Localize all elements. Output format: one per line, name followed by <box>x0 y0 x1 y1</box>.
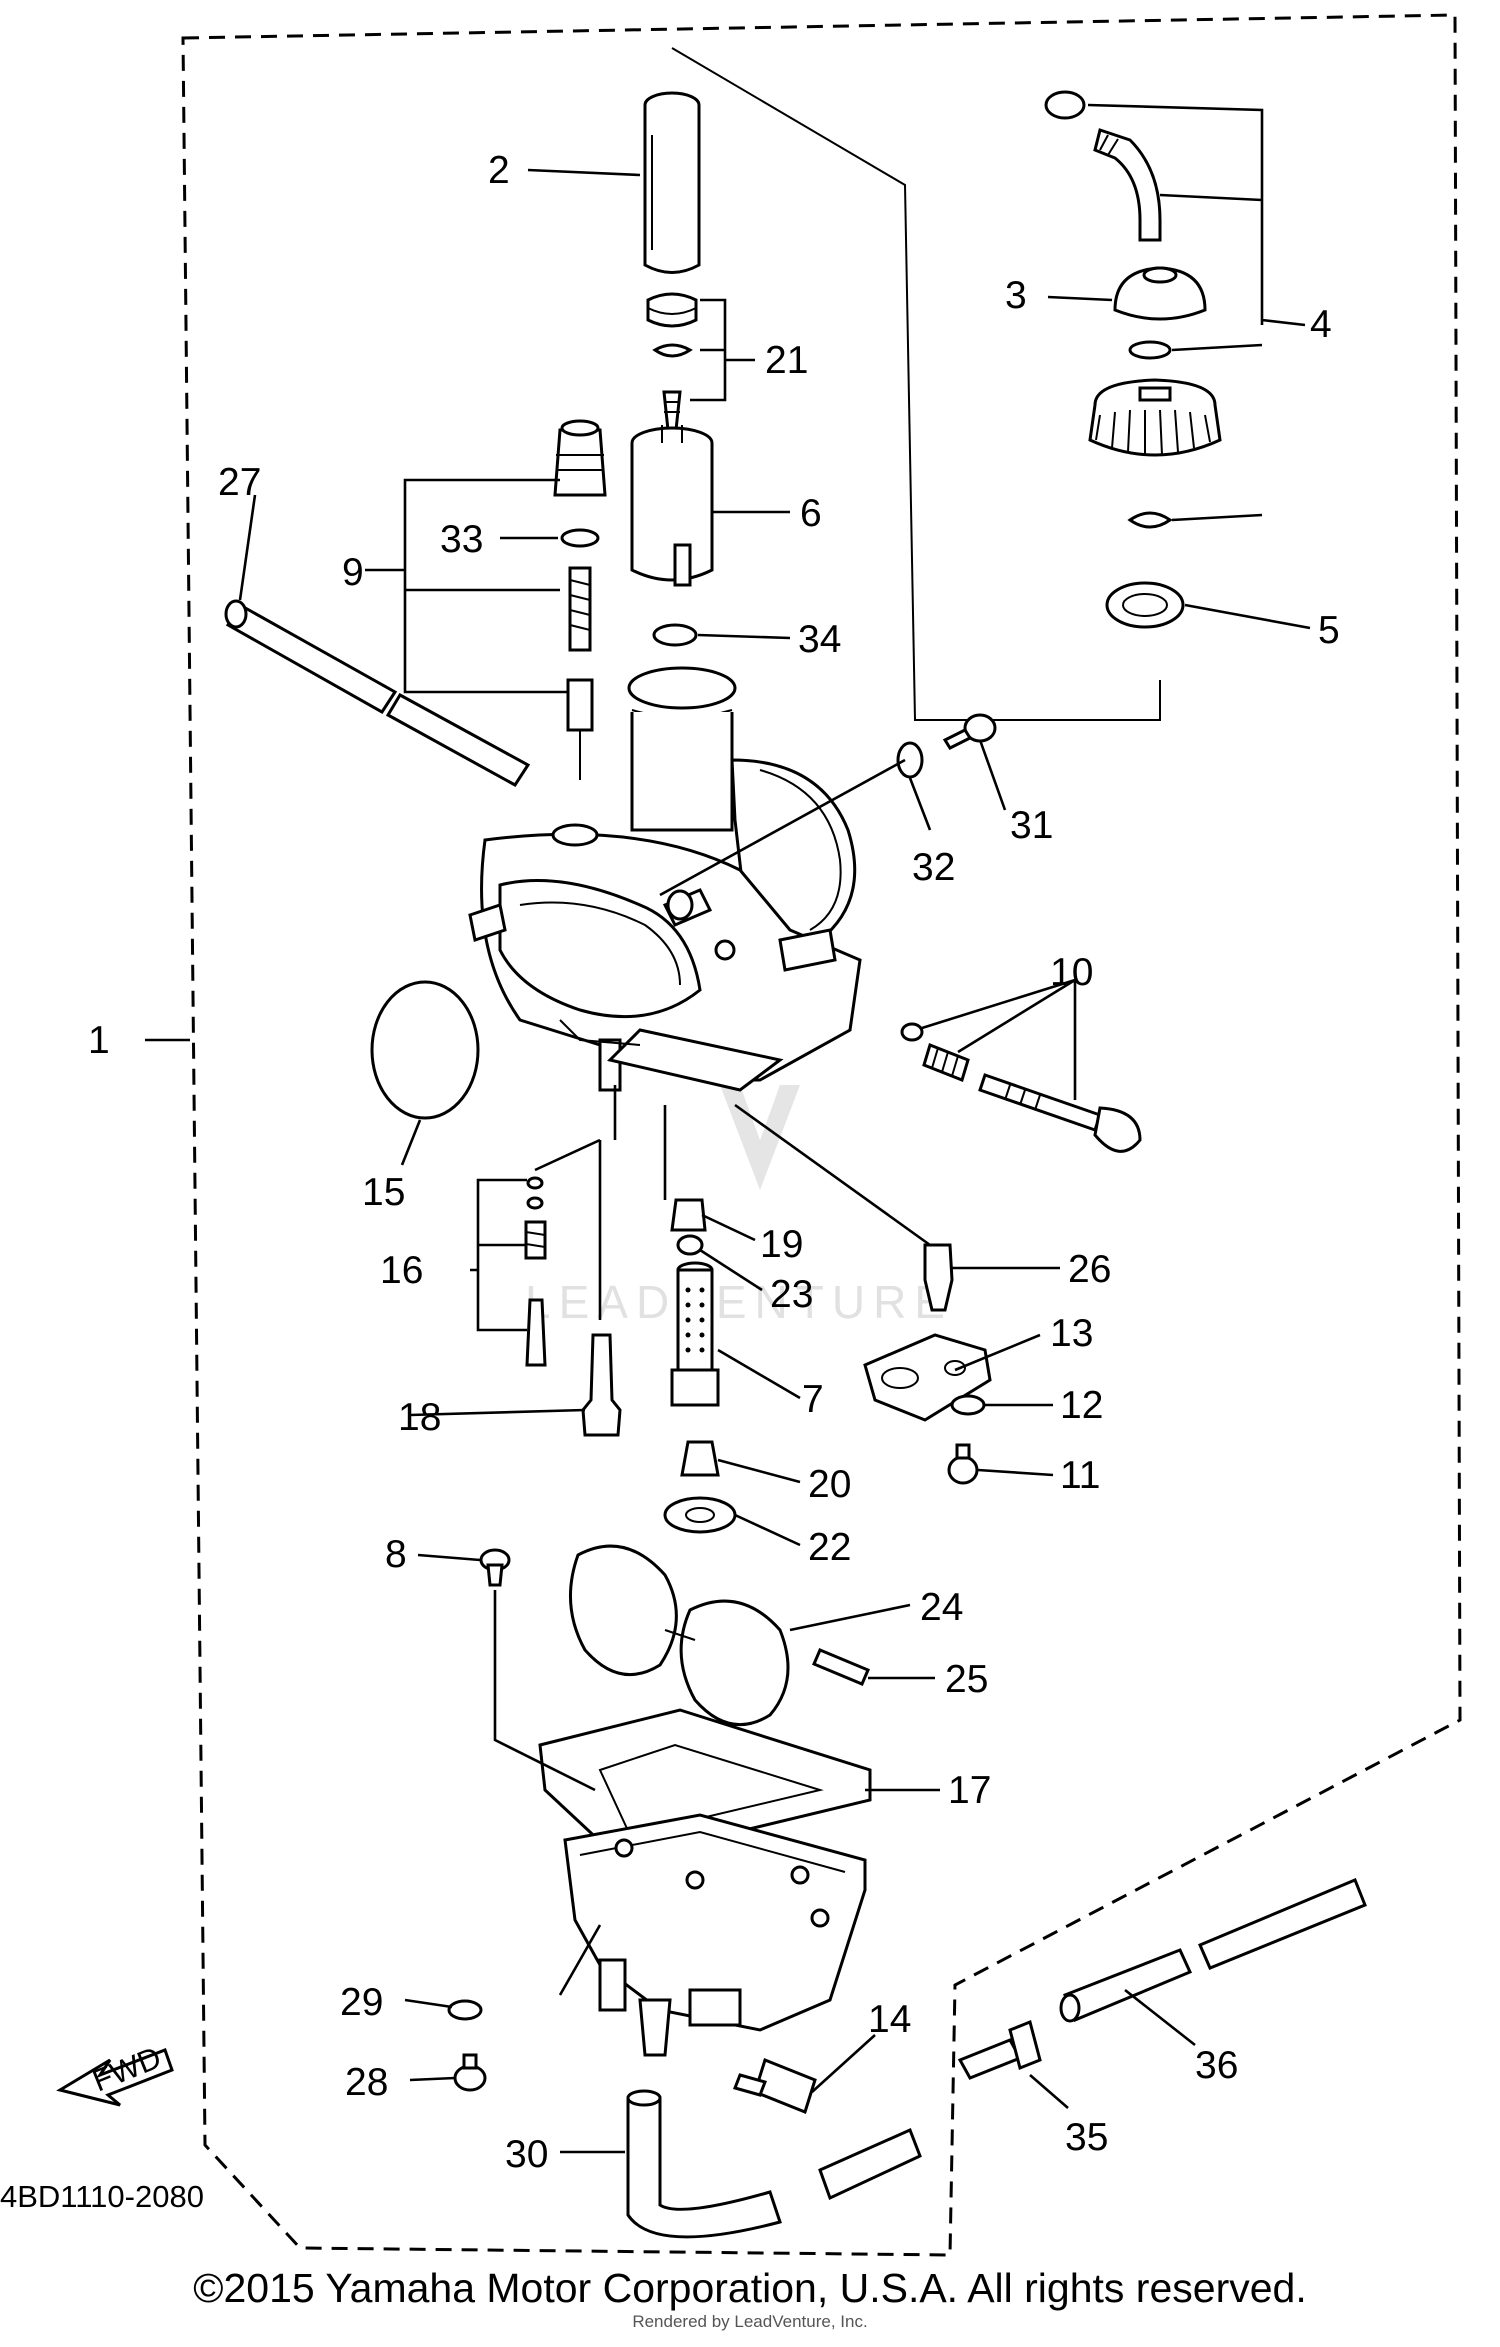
part-5-gasket <box>1105 581 1185 629</box>
label-36: 36 <box>1195 2044 1238 2087</box>
part-17-gasket <box>538 1708 872 1862</box>
label-17: 17 <box>948 1769 991 1812</box>
part-31-screw <box>942 713 997 750</box>
fwd-arrow-icon: FWD <box>56 2040 174 2107</box>
part-15-o-ring <box>370 980 480 1120</box>
label-15: 15 <box>362 1171 405 1214</box>
leader-lines <box>145 103 1311 2154</box>
assembly-boundary <box>181 13 1462 2257</box>
label-30: 30 <box>505 2133 548 2176</box>
label-23: 23 <box>770 1273 813 1316</box>
label-10: 10 <box>1050 951 1093 994</box>
label-8: 8 <box>385 1533 407 1576</box>
label-18: 18 <box>398 1396 441 1439</box>
part-32-washer <box>896 741 924 779</box>
label-20: 20 <box>808 1463 851 1506</box>
part-18-pilot-jet <box>581 1333 622 1437</box>
part-4-cable-adjuster <box>1044 90 1222 529</box>
label-16: 16 <box>380 1249 423 1292</box>
label-26: 26 <box>1068 1248 1111 1291</box>
part-14-drain-screw <box>733 2058 817 2114</box>
label-29: 29 <box>340 1981 383 2024</box>
part-3-rubber-cap <box>1113 266 1207 321</box>
label-32: 32 <box>912 846 955 889</box>
part-28-drain-screw <box>453 2053 487 2092</box>
label-31: 31 <box>1010 804 1053 847</box>
label-6: 6 <box>800 492 822 535</box>
part-19-needle-jet <box>670 1198 707 1232</box>
label-33: 33 <box>440 518 483 561</box>
label-35: 35 <box>1065 2116 1108 2159</box>
label-2: 2 <box>488 149 510 192</box>
part-36-hose <box>1059 1878 1367 2023</box>
part-34-washer <box>652 623 698 647</box>
label-21: 21 <box>765 339 808 382</box>
label-22: 22 <box>808 1526 851 1569</box>
part-2-cap-tube <box>643 91 701 274</box>
part-8-screw <box>479 1548 511 1587</box>
label-24: 24 <box>920 1586 963 1629</box>
label-4: 4 <box>1310 303 1332 346</box>
watermark: LEADVENTURE <box>525 1085 953 1328</box>
part-33-washer <box>560 528 600 548</box>
label-27: 27 <box>218 461 261 504</box>
part-24-float <box>569 1544 790 1727</box>
part-20-main-jet <box>680 1440 720 1477</box>
part-7-main-nozzle <box>670 1261 720 1407</box>
part-23-o-ring <box>676 1234 704 1256</box>
part-12-washer <box>950 1394 986 1416</box>
label-28: 28 <box>345 2061 388 2104</box>
part-1-carburetor-body <box>468 666 862 1092</box>
part-11-screw <box>947 1443 979 1485</box>
label-5: 5 <box>1318 609 1340 652</box>
label-11: 11 <box>1060 1454 1101 1497</box>
label-34: 34 <box>798 618 841 661</box>
label-1: 1 <box>88 1019 110 1062</box>
copyright-notice: ©2015 Yamaha Motor Corporation, U.S.A. A… <box>193 2265 1307 2311</box>
label-7: 7 <box>802 1378 824 1421</box>
fwd-label: FWD <box>88 2040 167 2099</box>
part-6-throttle-valve <box>630 425 714 587</box>
part-30-drain-hose <box>626 2089 922 2239</box>
part-35-hose-fitting <box>957 2019 1042 2080</box>
part-10-pilot-screw <box>900 1022 1142 1153</box>
part-27-tube <box>224 599 531 787</box>
label-3: 3 <box>1005 274 1027 317</box>
part-labels: 1 2 3 4 5 6 7 8 9 10 11 12 13 14 15 16 1… <box>88 149 1340 2176</box>
label-25: 25 <box>945 1658 988 1701</box>
part-22-washer <box>663 1496 737 1534</box>
part-26-starter-jet <box>923 1243 954 1312</box>
label-9: 9 <box>342 551 364 594</box>
part-29-washer <box>447 1999 483 2021</box>
watermark-text: LEADVENTURE <box>525 1276 953 1328</box>
label-19: 19 <box>760 1223 803 1266</box>
label-12: 12 <box>1060 1384 1103 1427</box>
part-16-jet-set <box>524 1176 547 1367</box>
part-25-float-pin <box>812 1648 870 1686</box>
render-credit: Rendered by LeadVenture, Inc. <box>632 2312 868 2331</box>
label-13: 13 <box>1050 1312 1093 1355</box>
label-14: 14 <box>868 1998 911 2041</box>
part-21-needle-set <box>646 292 698 432</box>
float-chamber <box>563 1813 867 2057</box>
cap-group-boundary <box>671 47 1161 721</box>
part-9-starter-plunger <box>553 419 607 780</box>
diagram-code: 4BD1110-2080 <box>0 2179 204 2214</box>
